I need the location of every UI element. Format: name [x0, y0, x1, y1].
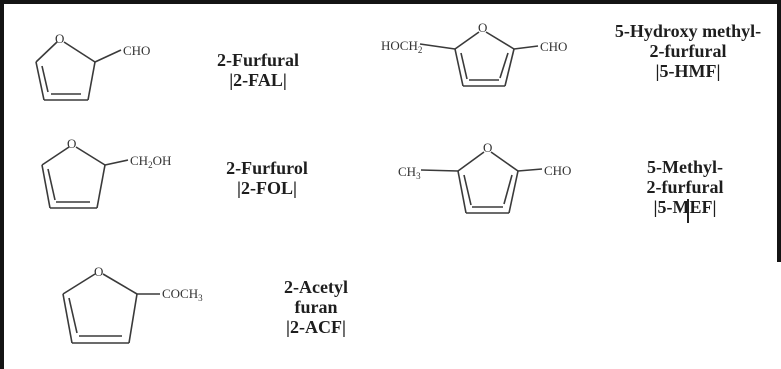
- oxygen-label: O: [55, 31, 64, 46]
- furan-ring: [41, 146, 129, 209]
- furan-ring: [62, 273, 160, 344]
- text-cursor: [687, 199, 689, 223]
- name-2-furfurol: 2-Furfurol |2-FOL|: [205, 158, 329, 198]
- name-line: |5-MEF|: [653, 197, 717, 217]
- substituent-label: CHO: [544, 163, 571, 178]
- name-line: |5-HMF|: [655, 61, 721, 81]
- name-5-mef: 5-Methyl- 2-furfural |5-MEF|: [620, 157, 750, 217]
- oxygen-label: O: [483, 140, 492, 155]
- substituent-label: CH2OH: [130, 153, 171, 170]
- name-line: |2-FOL|: [237, 178, 297, 198]
- furan-ring: [35, 41, 122, 101]
- substituent-left-label: CH3: [398, 164, 421, 181]
- substituent-left-label: HOCH2: [381, 38, 422, 55]
- name-line: |2-ACF|: [286, 317, 346, 337]
- furan-ring: [419, 31, 539, 87]
- substituent-label: CHO: [123, 43, 150, 58]
- name-line: 2-furfural: [646, 177, 724, 197]
- name-line: furan: [294, 297, 338, 317]
- left-border-line: [0, 0, 4, 369]
- oxygen-label: O: [67, 136, 76, 151]
- name-line: |2-FAL|: [229, 70, 287, 90]
- name-line: 2-Furfural: [217, 50, 299, 70]
- oxygen-label: O: [478, 20, 487, 35]
- substituent-label: COCH3: [162, 286, 203, 303]
- name-line: 5-Methyl-: [647, 157, 723, 177]
- name-line: 2-Acetyl: [284, 277, 348, 297]
- name-line: 5-Hydroxy methyl-: [614, 21, 762, 41]
- name-5-hmf: 5-Hydroxy methyl- 2-furfural |5-HMF|: [598, 21, 778, 81]
- substituent-label: CHO: [540, 39, 567, 54]
- right-border-line: [777, 0, 781, 262]
- top-border-line: [0, 0, 781, 4]
- name-2-acetylfuran: 2-Acetyl furan |2-ACF|: [266, 277, 366, 337]
- name-line: 2-furfural: [649, 41, 727, 61]
- furan-ring: [420, 151, 543, 214]
- oxygen-label: O: [94, 264, 103, 279]
- name-2-furfural: 2-Furfural |2-FAL|: [196, 50, 320, 90]
- name-line: 2-Furfurol: [226, 158, 308, 178]
